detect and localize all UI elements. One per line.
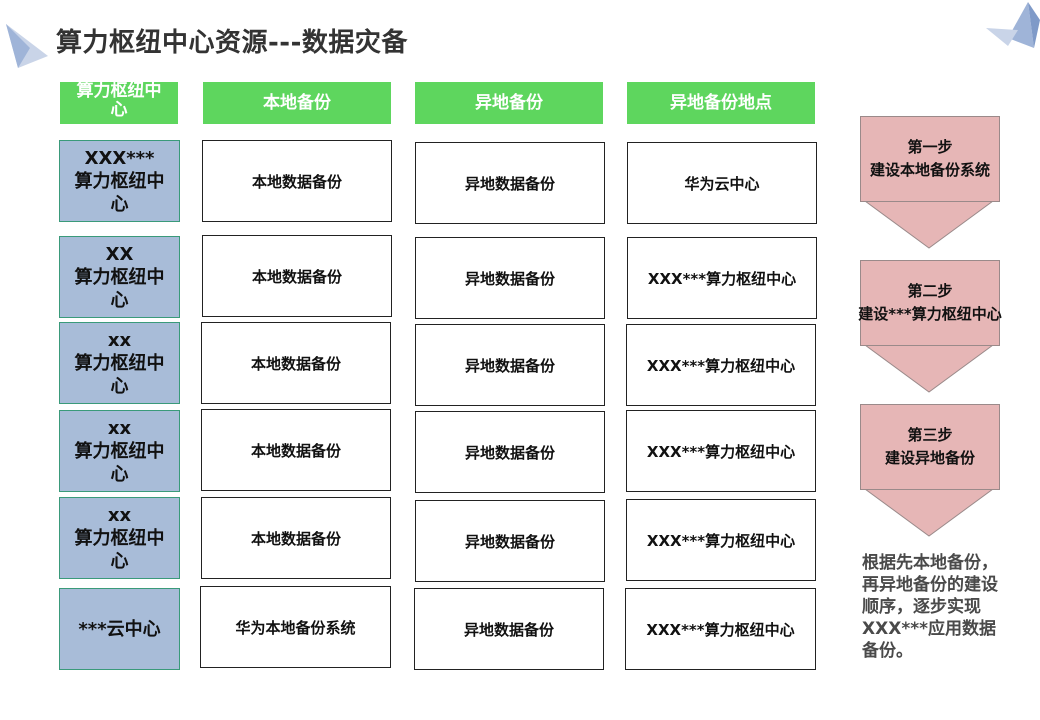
site-line: xx bbox=[107, 329, 132, 351]
corner-decoration-left bbox=[6, 24, 48, 68]
site-line: 算力枢纽中 bbox=[74, 170, 165, 192]
local-backup-cell: 本地数据备份 bbox=[202, 235, 392, 317]
site-line: 心 bbox=[110, 550, 129, 572]
step-number: 第二步 bbox=[907, 282, 953, 300]
step-description: 建设异地备份 bbox=[884, 449, 975, 467]
site-cell: XX 算力枢纽中 心 bbox=[59, 236, 180, 318]
site-cell: xx 算力枢纽中 心 bbox=[59, 497, 180, 579]
site-line: xx bbox=[107, 504, 132, 526]
corner-decoration-right bbox=[986, 2, 1040, 48]
local-backup-cell: 本地数据备份 bbox=[201, 322, 391, 404]
site-line: 心 bbox=[110, 193, 129, 215]
step-arrow bbox=[863, 488, 995, 537]
remote-location-cell: 华为云中心 bbox=[627, 142, 817, 224]
page-title: 算力枢纽中心资源---数据灾备 bbox=[56, 28, 408, 58]
step-box: 第一步 建设本地备份系统 bbox=[860, 116, 1000, 202]
remote-backup-cell: 异地数据备份 bbox=[415, 237, 605, 319]
remote-backup-cell: 异地数据备份 bbox=[415, 324, 605, 406]
local-backup-cell: 本地数据备份 bbox=[202, 140, 392, 222]
local-backup-cell: 本地数据备份 bbox=[201, 497, 391, 579]
remote-location-cell: XXX***算力枢纽中心 bbox=[626, 499, 816, 581]
step-arrow bbox=[863, 200, 995, 249]
site-cell: xx 算力枢纽中 心 bbox=[59, 322, 180, 404]
header-site-label: 算力枢纽中心 bbox=[76, 81, 162, 120]
local-backup-cell: 本地数据备份 bbox=[201, 409, 391, 491]
site-line: XX bbox=[105, 243, 134, 265]
site-line: 算力枢纽中 bbox=[74, 266, 165, 288]
step-description: 建设***算力枢纽中心 bbox=[858, 305, 1002, 323]
site-cell: ***云中心 bbox=[59, 588, 180, 670]
note-text: 根据先本地备份，再异地备份的建设顺序，逐步实现XXX***应用数据备份。 bbox=[862, 553, 998, 661]
step-number: 第一步 bbox=[907, 138, 953, 156]
step-number: 第三步 bbox=[907, 426, 953, 444]
remote-backup-cell: 异地数据备份 bbox=[415, 411, 605, 493]
site-line: ***云中心 bbox=[78, 618, 161, 640]
site-line: XXX*** bbox=[84, 147, 155, 169]
remote-location-cell: XXX***算力枢纽中心 bbox=[627, 237, 817, 319]
site-cell: xx 算力枢纽中 心 bbox=[59, 410, 180, 492]
site-line: 心 bbox=[110, 463, 129, 485]
local-backup-cell: 华为本地备份系统 bbox=[200, 586, 391, 668]
site-line: 算力枢纽中 bbox=[74, 440, 165, 462]
header-remote-backup: 异地备份 bbox=[415, 82, 603, 124]
site-line: 心 bbox=[110, 289, 129, 311]
header-remote-location: 异地备份地点 bbox=[627, 82, 815, 124]
header-site: 算力枢纽中心 bbox=[60, 82, 178, 124]
site-line: 心 bbox=[110, 375, 129, 397]
remote-backup-cell: 异地数据备份 bbox=[415, 142, 605, 224]
remote-location-cell: XXX***算力枢纽中心 bbox=[626, 410, 816, 492]
step-box: 第三步 建设异地备份 bbox=[860, 404, 1000, 490]
remote-backup-cell: 异地数据备份 bbox=[415, 500, 605, 582]
step-arrow bbox=[863, 344, 995, 393]
remote-location-cell: XXX***算力枢纽中心 bbox=[626, 324, 816, 406]
site-line: 算力枢纽中 bbox=[74, 527, 165, 549]
remote-backup-cell: 异地数据备份 bbox=[414, 588, 604, 670]
site-line: 算力枢纽中 bbox=[74, 352, 165, 374]
header-local-backup: 本地备份 bbox=[203, 82, 391, 124]
step-description: 建设本地备份系统 bbox=[869, 161, 990, 179]
site-cell: XXX*** 算力枢纽中 心 bbox=[59, 140, 180, 222]
remote-location-cell: XXX***算力枢纽中心 bbox=[625, 588, 816, 670]
site-line: xx bbox=[107, 417, 132, 439]
step-box: 第二步 建设***算力枢纽中心 bbox=[858, 260, 1002, 346]
